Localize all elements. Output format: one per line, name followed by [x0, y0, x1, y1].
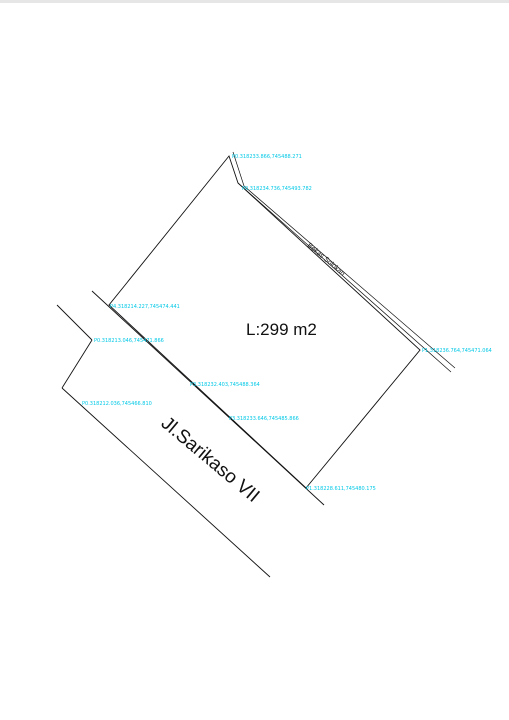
ditch-line-outer-long: [243, 185, 456, 369]
point-label-p2: P0.318234.736,745493.782: [242, 186, 312, 192]
point-label-p6: P3.318232.403,745488.364: [190, 382, 260, 388]
point-label-p1: P0.318233.866,745488.271: [232, 154, 302, 160]
area-label: L:299 m2: [246, 320, 317, 339]
point-label-p4: P0.318213.046,745471.866: [94, 338, 164, 344]
top-border: [0, 0, 509, 3]
point-label-p5: P0.318212.036,745466.810: [82, 401, 152, 407]
point-label-p3: P4.318214.227,745474.441: [110, 304, 180, 310]
point-label-p8: P1.318228.611,745480.175: [306, 486, 376, 492]
road-edge-south-long: [61, 387, 271, 578]
road-edge-north: [91, 290, 325, 506]
point-label-p9: P1.318236.764,745471.064: [422, 348, 492, 354]
ditch-line-outer: [232, 151, 245, 187]
road-label: Jl.Sarikaso VII: [157, 413, 264, 507]
ditch-label: Bekas Solokan: [306, 242, 346, 277]
road-edge-south: [56, 304, 93, 341]
ditch-line-inner: [237, 182, 452, 373]
point-label-p7: P3.318233.646,745485.866: [229, 416, 299, 422]
parcel-boundary: [108, 155, 421, 489]
road-edge-corner: [61, 339, 93, 389]
